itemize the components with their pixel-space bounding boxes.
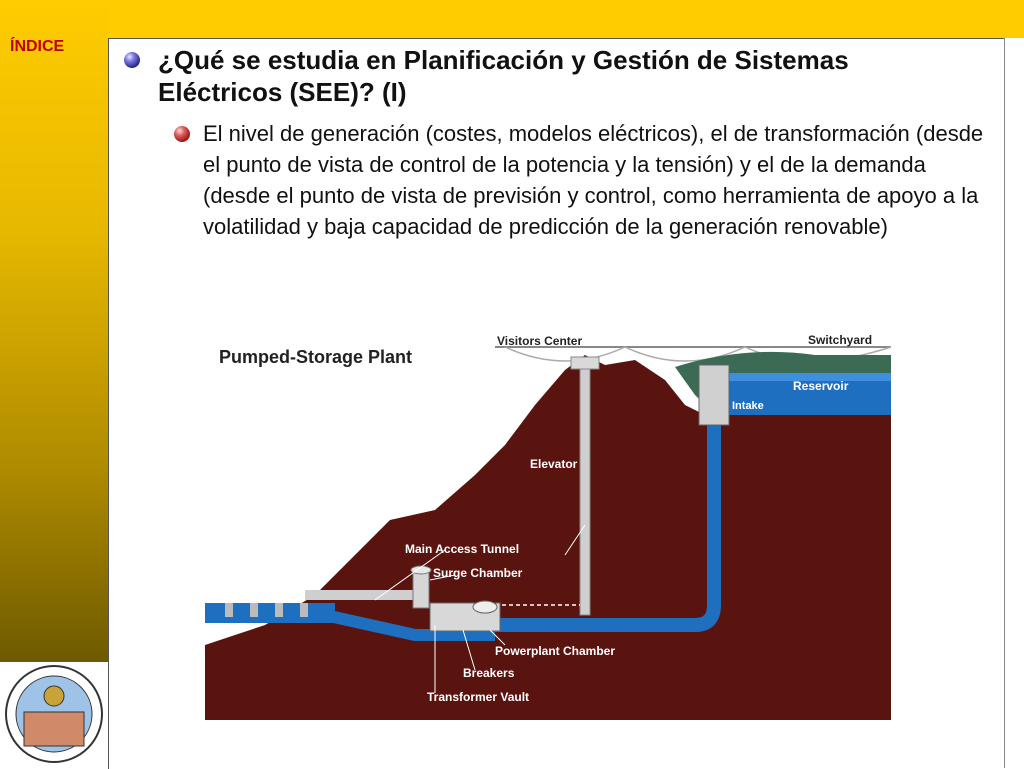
leader-breakers: [462, 629, 476, 671]
leader-elevator: [564, 524, 586, 556]
surge-chamber-top: [410, 565, 432, 575]
discharge-pier: [275, 603, 283, 617]
penstock-tunnel: [495, 425, 721, 632]
label-breakers: Breakers: [463, 666, 515, 680]
label-powerplant-chamber: Powerplant Chamber: [495, 644, 615, 658]
leader-surge: [429, 574, 456, 581]
university-logo: [0, 662, 108, 768]
leader-powerplant: [489, 629, 506, 646]
tailrace-tunnel: [205, 609, 495, 641]
label-switchyard: Switchyard: [808, 333, 872, 347]
slide-heading: ¿Qué se estudia en Planificación y Gesti…: [158, 45, 849, 107]
bullet-level1-icon: [124, 52, 140, 68]
index-link[interactable]: ÍNDICE: [10, 38, 65, 55]
top-bar: [0, 0, 1024, 38]
discharge-pier: [300, 603, 308, 617]
label-reservoir: Reservoir: [793, 379, 849, 393]
elevator-shaft: [579, 364, 591, 616]
slide-right-edge: [1004, 38, 1024, 768]
label-main-access-tunnel: Main Access Tunnel: [405, 542, 519, 556]
visitors-center-building: [570, 356, 600, 370]
label-surge-chamber: Surge Chamber: [433, 566, 523, 580]
label-transformer-vault: Transformer Vault: [427, 690, 529, 704]
intake-structure: [698, 364, 730, 426]
turbine-dome: [472, 600, 498, 614]
bullet-level2-icon: [174, 126, 190, 142]
label-visitors-center: Visitors Center: [497, 334, 582, 348]
label-elevator: Elevator: [530, 457, 578, 471]
slide-paragraph: El nivel de generación (costes, modelos …: [203, 121, 984, 239]
discharge-pier: [250, 603, 258, 617]
discharge-pier: [225, 603, 233, 617]
logo-crest: [43, 685, 65, 707]
reservoir-surface: [700, 373, 891, 381]
leader-main-tunnel: [374, 549, 446, 601]
logo-building: [23, 711, 85, 747]
label-discharge: Discharge: [223, 578, 286, 593]
left-sidebar: [0, 0, 108, 662]
label-intake: Intake: [732, 400, 764, 412]
diagram-title: Pumped-Storage Plant: [219, 347, 412, 367]
pumped-storage-diagram: Pumped-Storage Plant Visitors Center Swi…: [205, 325, 891, 720]
